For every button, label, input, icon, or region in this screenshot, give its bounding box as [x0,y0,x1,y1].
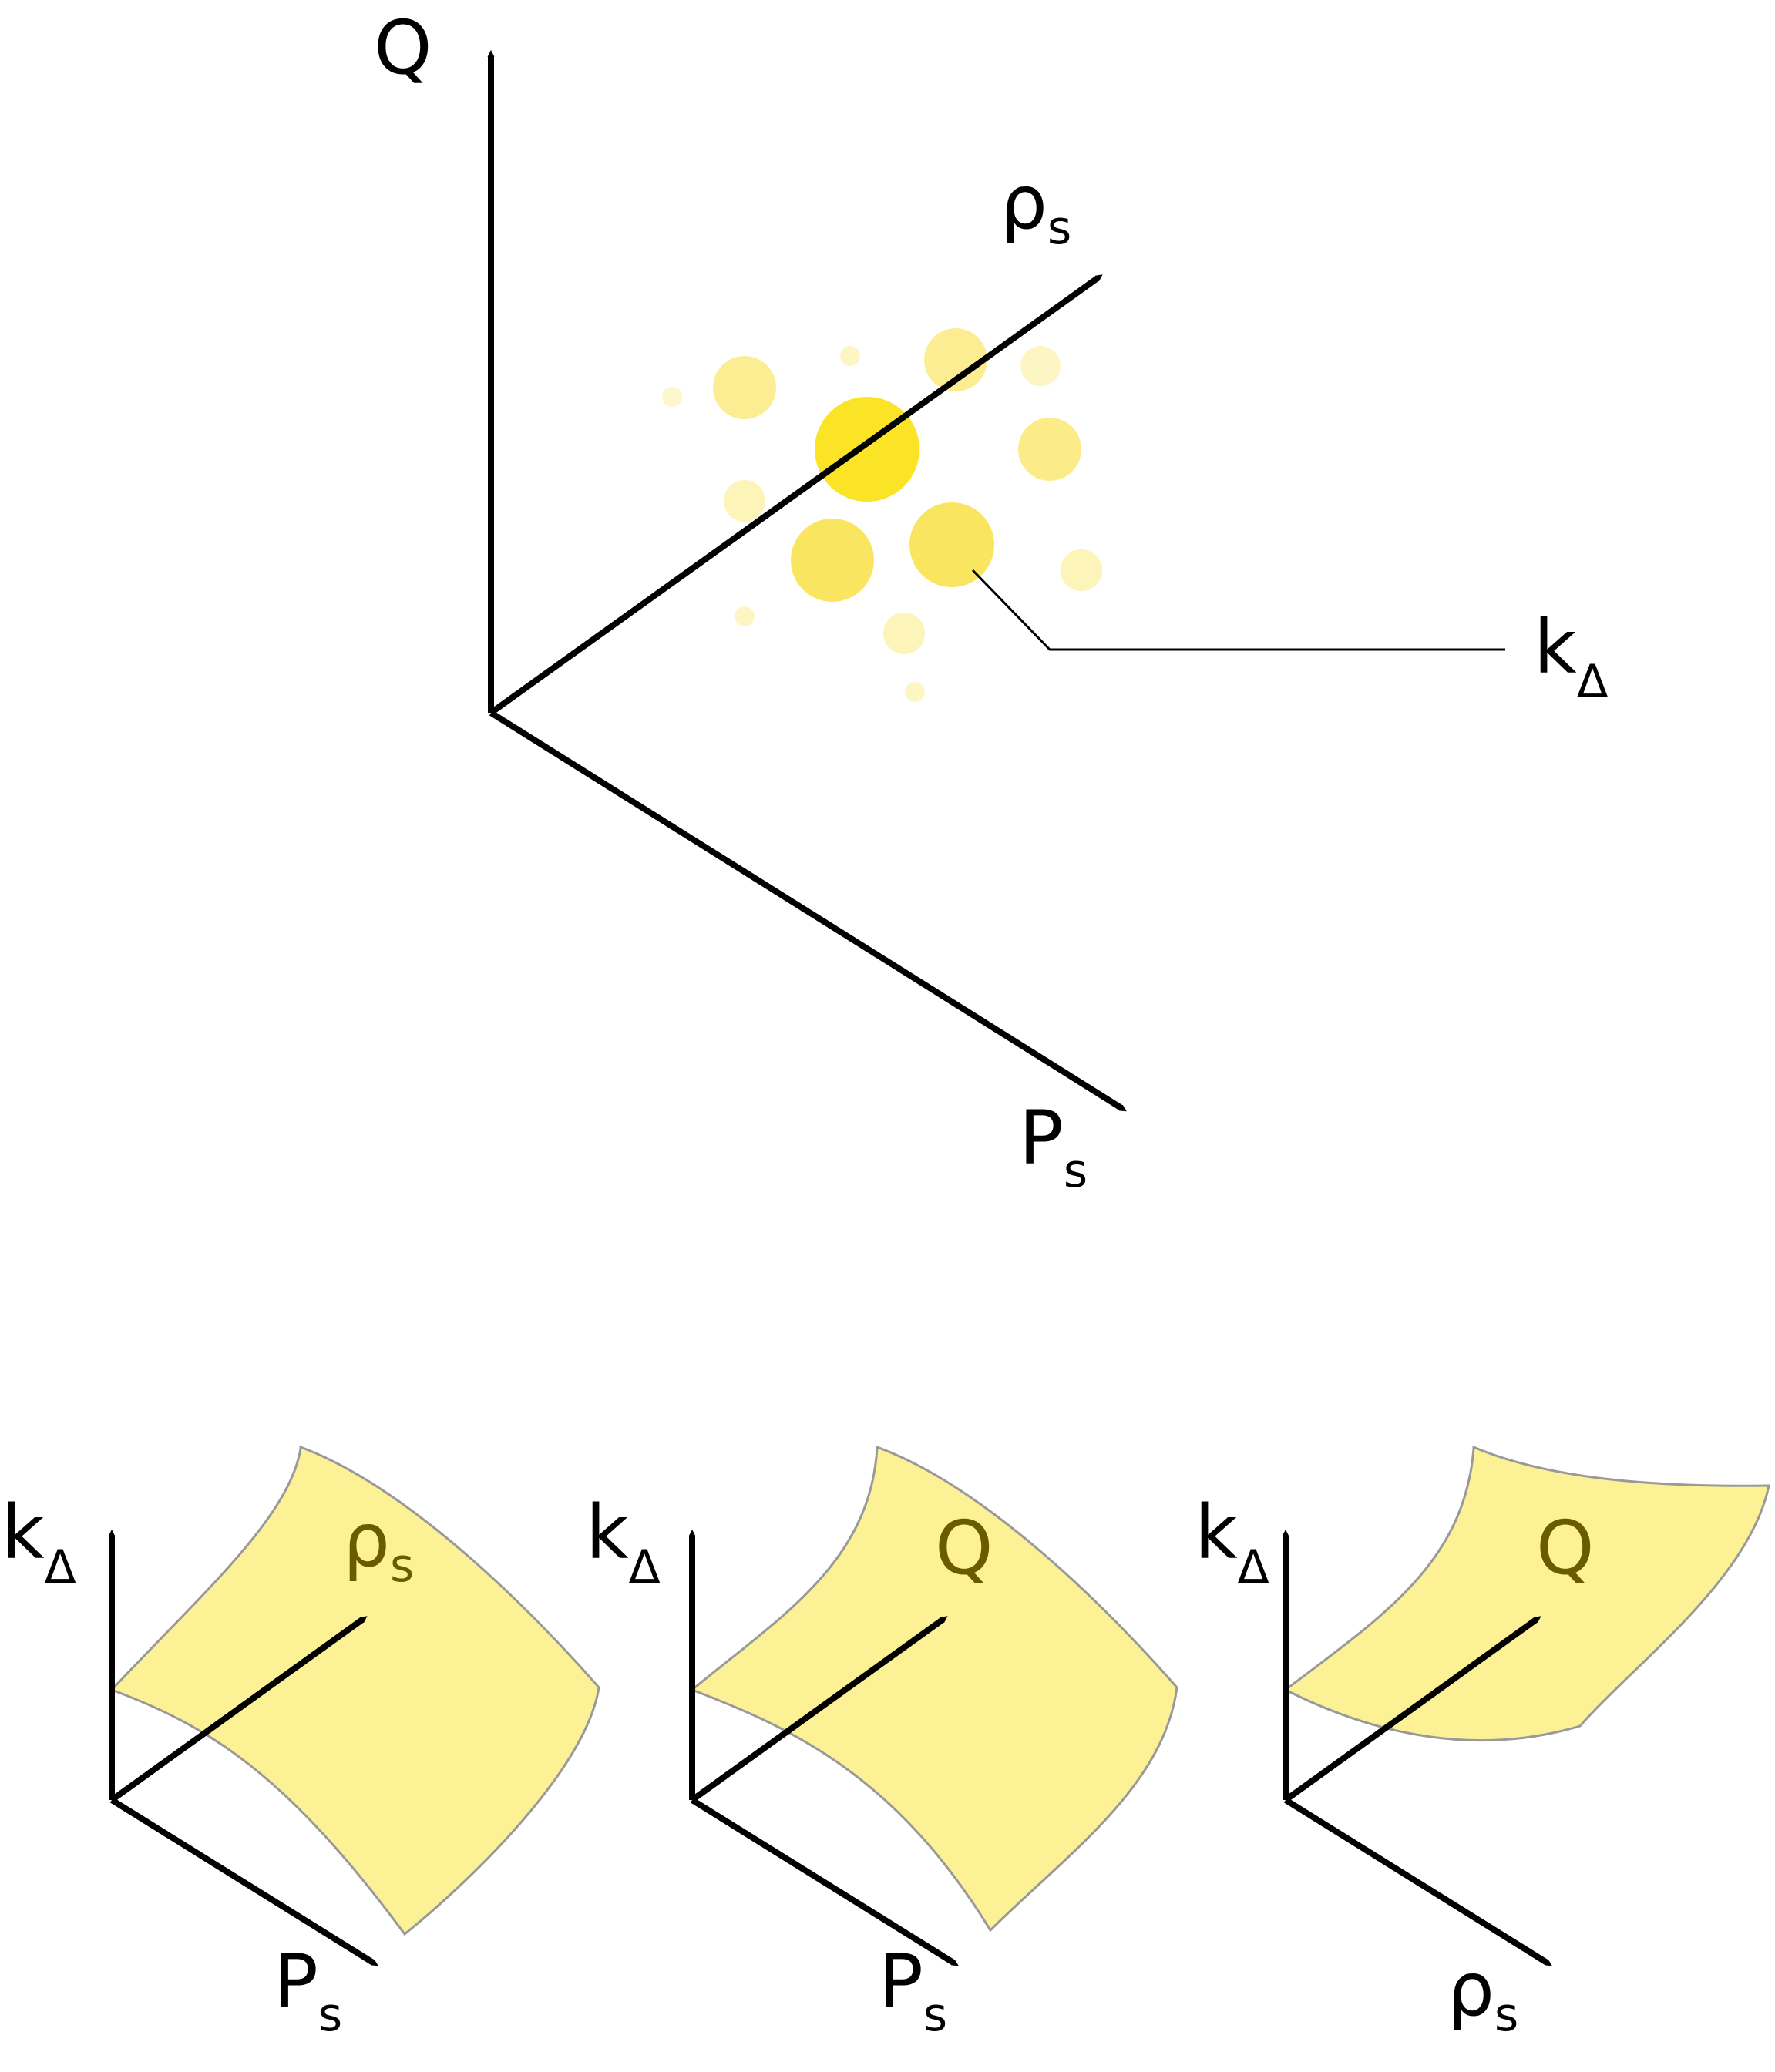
callout-label: kΔ [1534,604,1609,709]
k-delta-axis-label: kΔ [586,1489,661,1594]
q-axis-label: Q [935,1505,993,1591]
point-cluster [662,328,1102,702]
q-axis [1283,1616,1541,1803]
p-s-axis-label: Ps [274,1939,342,2042]
cluster-point [791,519,874,602]
cluster-point [924,328,987,391]
cluster-point [1061,549,1102,591]
cluster-point [724,480,765,522]
cluster-point [905,682,925,702]
rho-s-axis [109,1616,368,1803]
q-axis [690,1616,948,1803]
rho-s-axis-label: ρs [343,1497,414,1593]
cluster-point [909,502,994,587]
cluster-point [713,356,776,419]
panel-2: kΔ Q Ps [586,1445,1178,2042]
p-s-axis [489,710,1127,1112]
cluster-point [1018,418,1081,481]
cluster-point [735,606,755,626]
panel-1: kΔ ρs Ps [2,1445,600,2042]
rho-s-axis-label: ρs [1000,160,1071,255]
rho-s-axis [489,274,1103,716]
surface [690,1445,1178,1933]
cluster-point [1020,346,1061,386]
rho-s-axis-label: ρs [1447,1946,1518,2042]
surface [109,1445,600,1936]
surface [1283,1445,1770,1742]
cluster-point [815,397,919,502]
q-axis-label: Q [1536,1505,1595,1591]
k-delta-axis-label: kΔ [1195,1489,1269,1594]
p-s-axis [690,1797,959,1966]
p-s-axis-label: Ps [879,1939,947,2042]
q-axis-label: Q [374,5,432,91]
p-s-axis-label: Ps [1019,1095,1088,1198]
cluster-point [883,613,925,654]
cluster-point [662,387,682,407]
cluster-point [840,346,860,366]
callout-leader [971,569,1505,651]
k-delta-axis-label: kΔ [2,1489,76,1594]
main-plot: Q ρs Ps kΔ [374,5,1609,1198]
p-s-axis [109,1797,378,1966]
rho-s-axis [1283,1797,1552,1966]
panel-3: kΔ Q ρs [1195,1445,1770,2042]
